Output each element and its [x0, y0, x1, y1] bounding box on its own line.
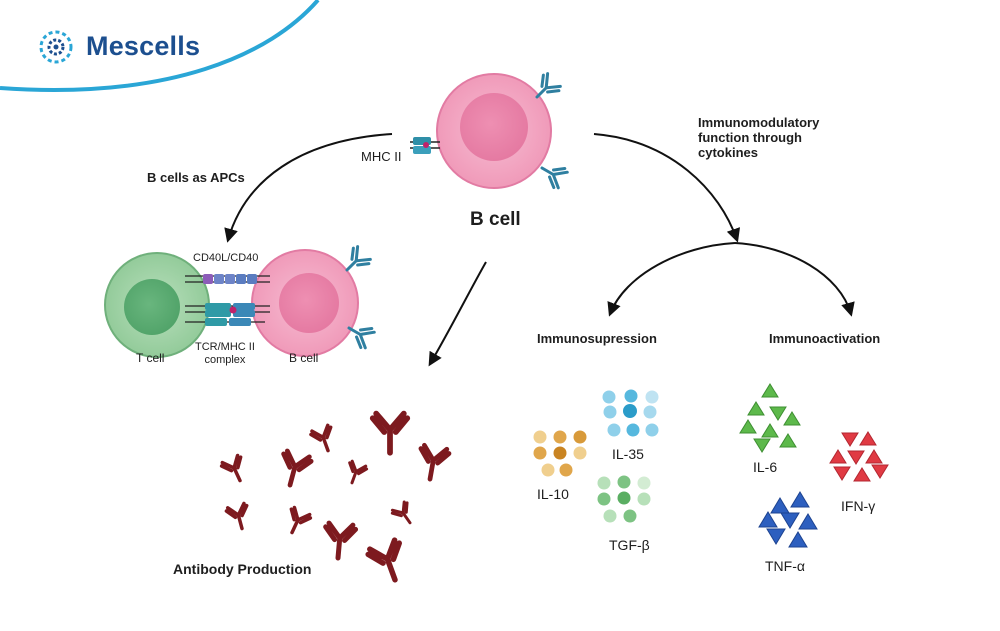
antibody-icon	[367, 539, 411, 585]
mescells-logo-icon	[39, 30, 73, 64]
t-cell-label: T cell	[136, 351, 165, 365]
antibody-icon	[373, 414, 408, 453]
tcr-mhc-label: TCR/MHC II complex	[195, 341, 255, 366]
antibody-icon	[389, 499, 419, 530]
brand-name: Mescells	[86, 31, 201, 61]
main-b-cell-label: B cell	[470, 209, 521, 230]
tnfa-particles	[758, 491, 818, 548]
cd40l-cd40-connector	[185, 274, 270, 284]
ifng-particles	[829, 431, 889, 482]
tgfb-particles	[597, 475, 651, 523]
immunosuppression-label: Immunosupression	[537, 331, 657, 346]
antibody-icon	[280, 504, 314, 539]
ifng-label: IFN-γ	[841, 498, 876, 514]
antibody-production-label: Antibody Production	[173, 561, 312, 577]
immunomodulatory-label: Immunomodulatory function through cytoki…	[698, 115, 820, 161]
antibody-icon	[342, 459, 369, 488]
mhc-ii-label: MHC II	[361, 149, 402, 164]
antibody-icon	[308, 422, 340, 456]
tcr-mhc-connector	[185, 303, 270, 326]
cd40l-cd40-label: CD40L/CD40	[193, 252, 259, 264]
antibody-icon	[223, 501, 254, 534]
mhc-ii-icon	[410, 137, 440, 154]
arrow-to-immunosuppression	[607, 242, 736, 317]
arrow-to-apc	[224, 133, 393, 243]
antibody-icon	[218, 452, 252, 487]
il6-particles	[739, 383, 801, 453]
il10-particles	[533, 430, 587, 477]
il6-label: IL-6	[753, 459, 778, 475]
antibody-icon	[416, 445, 450, 482]
apc-b-cell	[251, 249, 359, 357]
b-cells-as-apcs-label: B cells as APCs	[147, 170, 245, 185]
il10-label: IL-10	[537, 486, 569, 502]
antibody-icon	[276, 450, 312, 489]
tcr-mhc-line: complex	[204, 353, 246, 366]
arrow-to-immunoactivation	[734, 242, 855, 317]
immunomodulatory-line: function through	[698, 129, 802, 145]
antibody-icon	[323, 523, 356, 559]
tcr-mhc-line: TCR/MHC II	[195, 341, 255, 353]
immunoactivation-label: Immunoactivation	[769, 331, 881, 346]
tgfb-label: TGF-β	[609, 537, 650, 553]
antibody-cluster	[218, 414, 450, 586]
arrow-to-antibody	[428, 261, 487, 367]
tnfa-label: TNF-α	[765, 558, 805, 574]
arrow-to-cytokines	[593, 133, 741, 243]
t-cell	[104, 252, 210, 358]
apc-b-cell-label: B cell	[289, 351, 319, 365]
il35-particles	[602, 389, 659, 437]
il35-label: IL-35	[612, 446, 644, 462]
immunomodulatory-line: cytokines	[698, 144, 758, 160]
main-b-cell	[436, 73, 552, 189]
immunomodulatory-line: Immunomodulatory	[698, 115, 820, 130]
header-swoosh	[0, 0, 320, 92]
